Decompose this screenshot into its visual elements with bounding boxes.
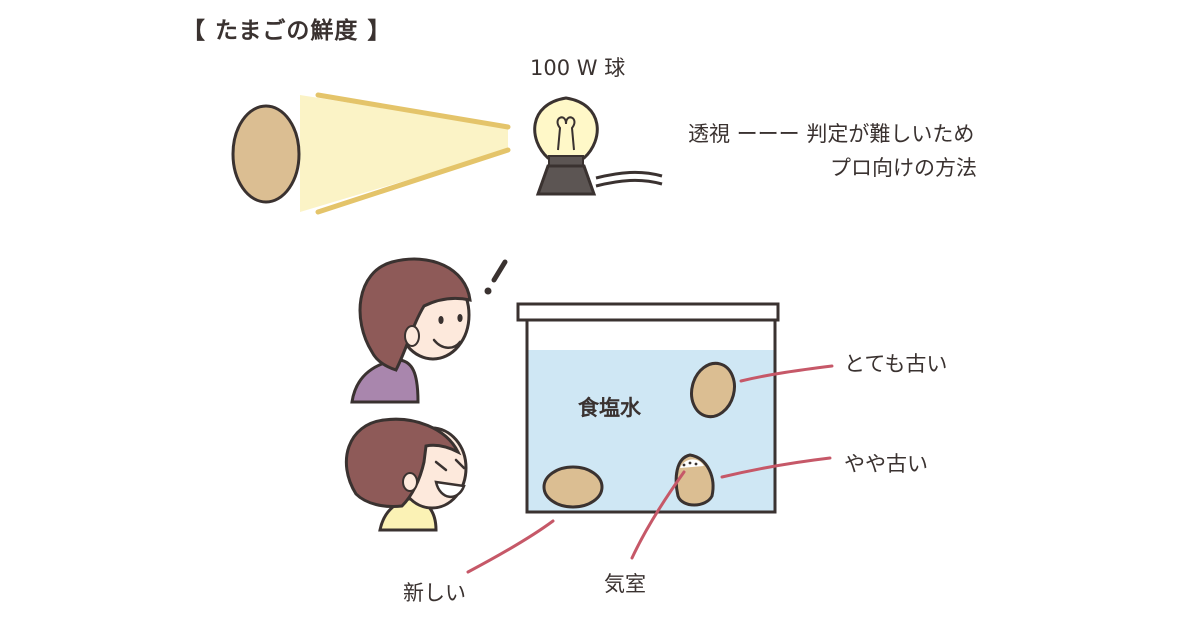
leader-air-cell xyxy=(630,470,686,560)
fresh-label: 新しい xyxy=(403,581,466,605)
candling-note-line-1: 透視 ーーー 判定が難しいため xyxy=(688,122,975,146)
adult-figure xyxy=(350,257,472,404)
slightly-old-label: やや古い xyxy=(844,452,928,476)
exclamation-icon xyxy=(484,259,508,295)
leader-lines xyxy=(466,364,834,574)
slightly-old-egg xyxy=(674,453,715,507)
candled-egg xyxy=(231,104,301,204)
leader-fresh xyxy=(466,519,555,574)
page-title: 【 たまごの鮮度 】 xyxy=(182,18,392,44)
light-bulb-icon xyxy=(533,96,663,196)
very-old-label: とても古い xyxy=(844,352,948,376)
candling-note-line-2: プロ向けの方法 xyxy=(830,156,977,180)
child-figure xyxy=(344,417,468,532)
very-old-egg xyxy=(690,361,736,419)
salt-water-label: 食塩水 xyxy=(578,396,641,420)
fresh-egg xyxy=(542,465,604,509)
leader-slightly-old xyxy=(720,456,832,479)
leader-very-old xyxy=(739,364,834,383)
air-cell-label: 気室 xyxy=(604,572,646,596)
bulb-label: 100 W 球 xyxy=(530,56,626,80)
light-beam xyxy=(300,92,511,215)
